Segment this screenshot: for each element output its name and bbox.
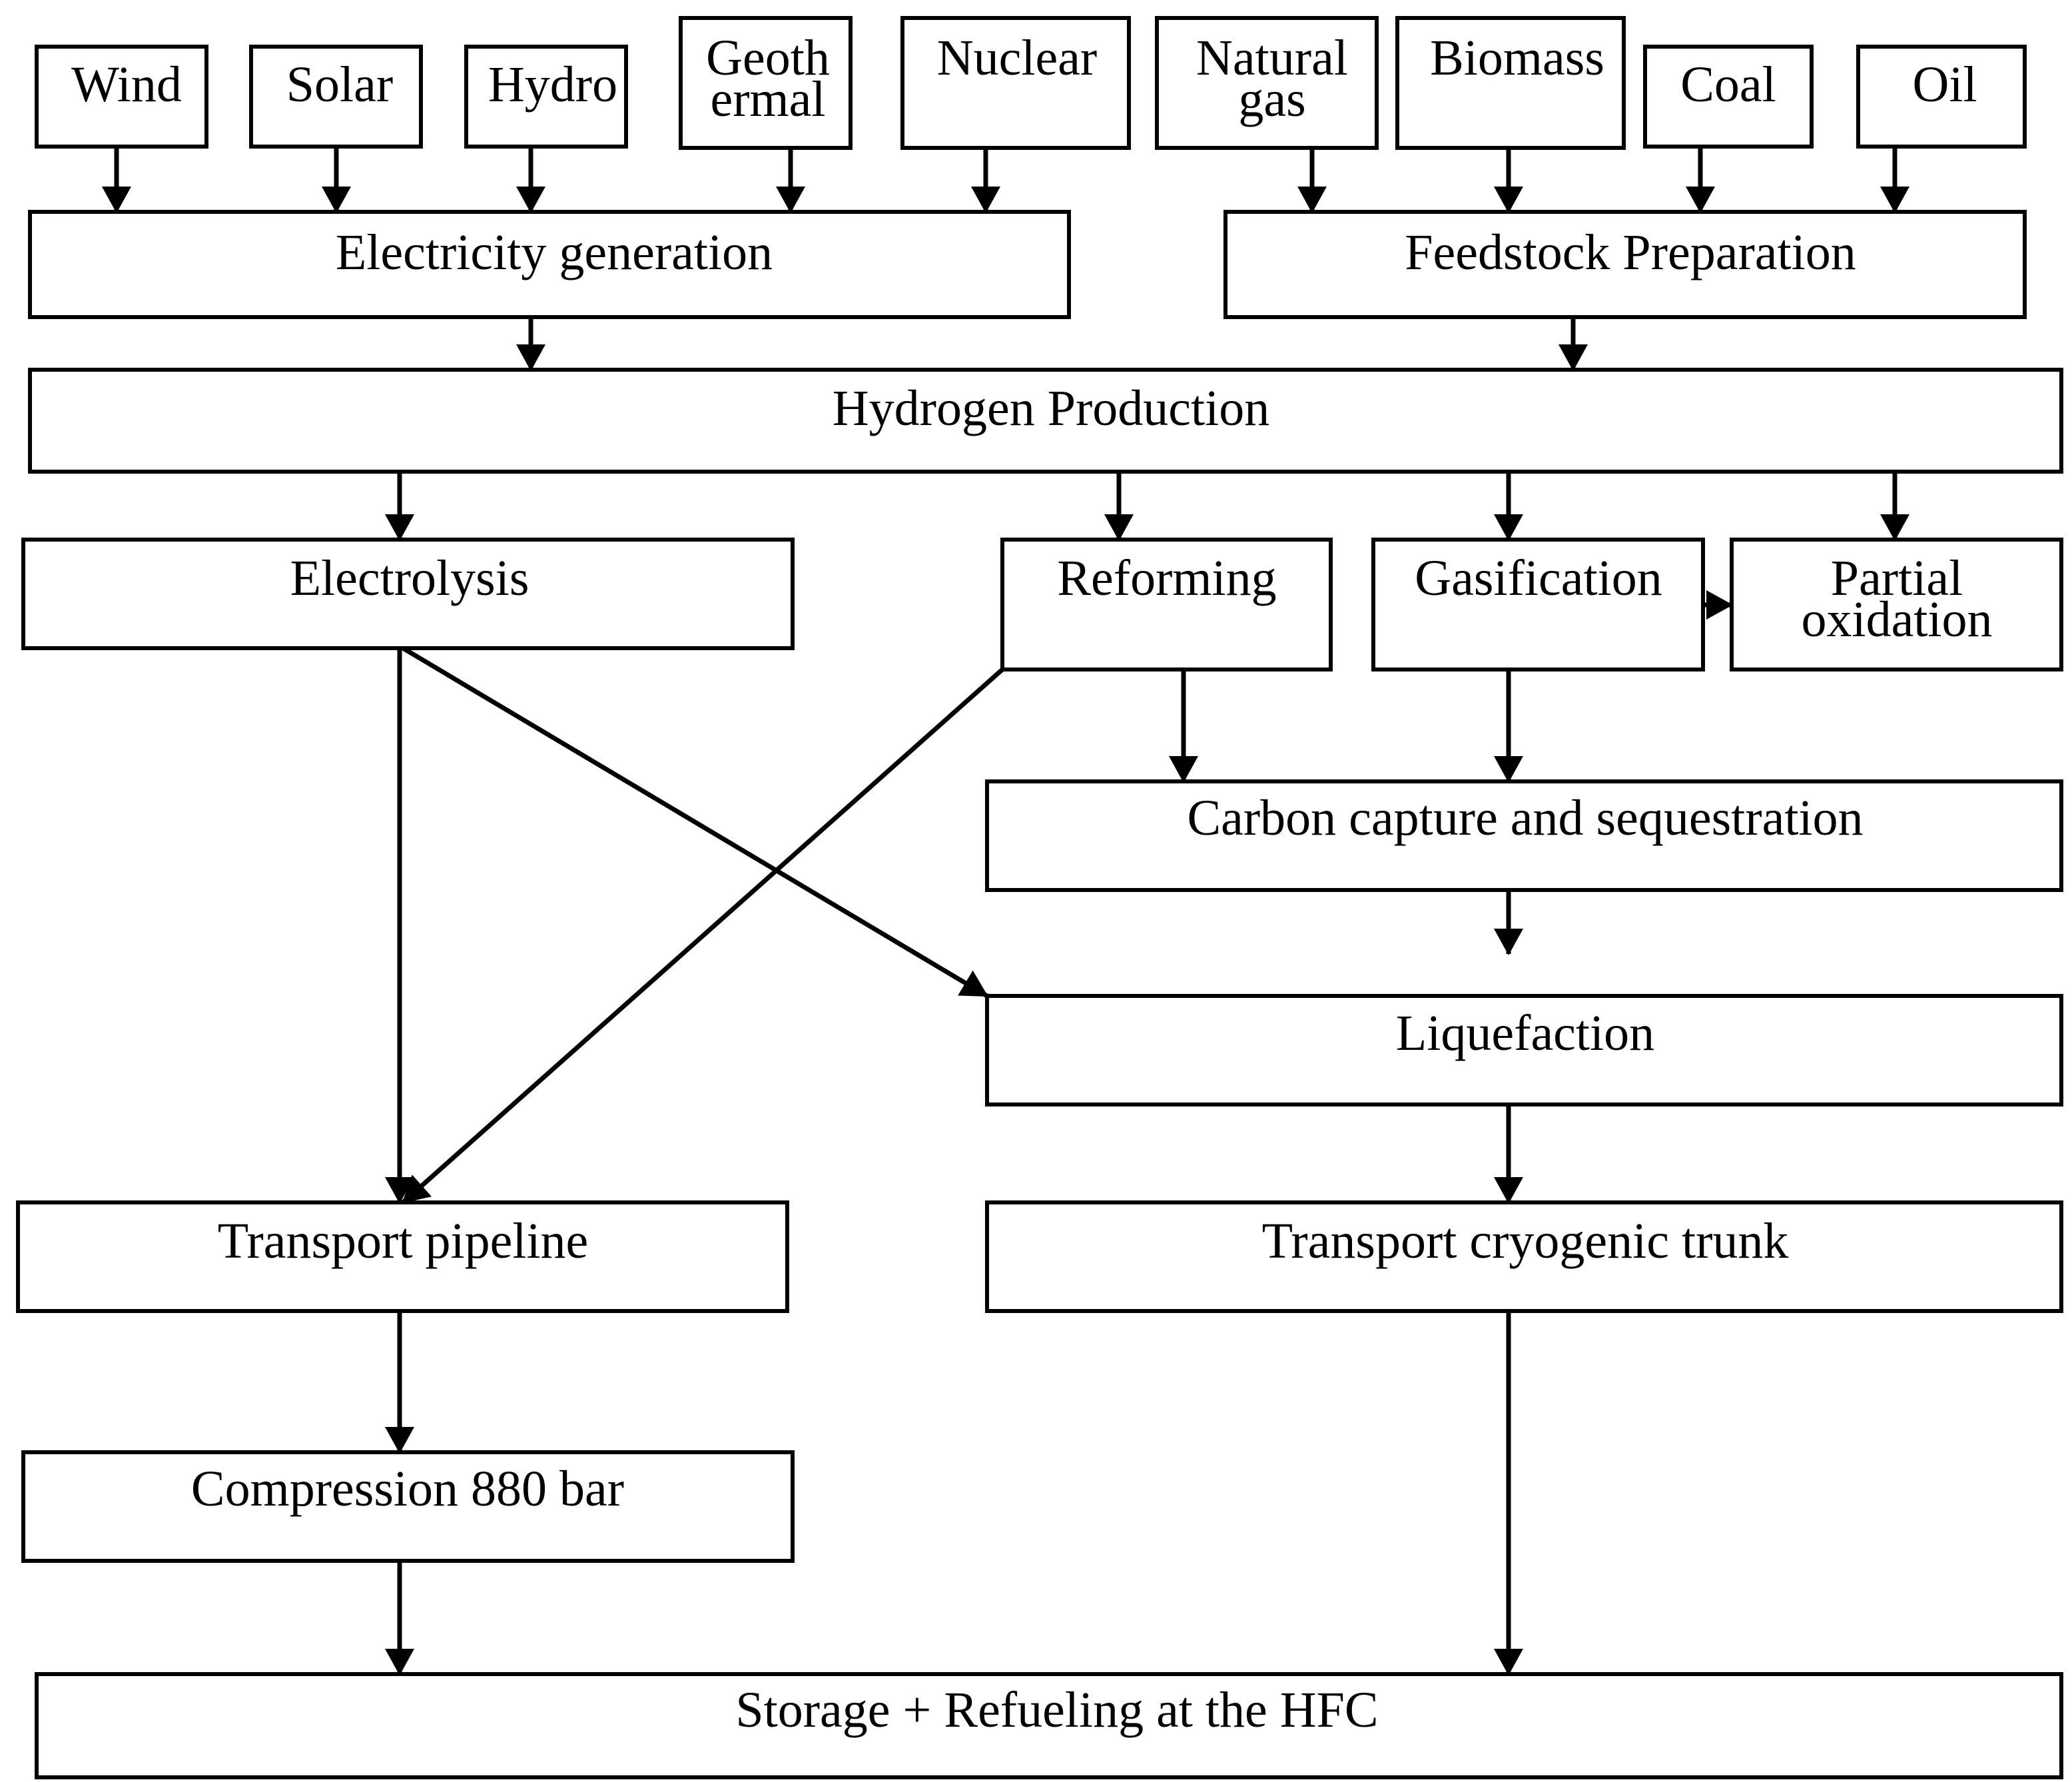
- node-liquefaction: Liquefaction: [985, 994, 2063, 1107]
- edge-electrolysis-to-liquefaction: [402, 646, 988, 999]
- node-nuclear: Nuclear: [900, 16, 1131, 150]
- node-hydro: Hydro: [464, 45, 628, 149]
- node-label: Gasification: [1415, 550, 1662, 606]
- node-coal: Coal: [1643, 45, 1814, 149]
- node-label: Nuclear: [937, 30, 1098, 86]
- node-box: [1155, 16, 1379, 150]
- node-solar: Solar: [249, 45, 423, 149]
- node-label: ermal: [710, 71, 825, 127]
- node-label: Geoth: [706, 30, 830, 86]
- node-transport-cryogenic: Transport cryogenic trunk: [985, 1200, 2063, 1313]
- node-label: Transport pipeline: [218, 1213, 589, 1269]
- edge-reforming-to-transport-pipeline: [401, 668, 1004, 1204]
- node-label: Natural: [1196, 30, 1348, 86]
- node-box: [1223, 210, 2027, 319]
- node-label: gas: [1238, 71, 1305, 127]
- node-box: [1395, 16, 1626, 150]
- node-label: Liquefaction: [1396, 1005, 1654, 1061]
- node-label: Solar: [286, 57, 393, 113]
- node-label: Coal: [1680, 57, 1776, 113]
- node-label: Reforming: [1057, 550, 1276, 606]
- node-label: Storage + Refueling at the HFC: [735, 1682, 1378, 1738]
- node-biomass: Biomass: [1395, 16, 1626, 150]
- node-box: [985, 994, 2063, 1107]
- node-box: [985, 779, 2063, 892]
- node-label: Hydrogen Production: [833, 380, 1269, 436]
- node-label: Transport cryogenic trunk: [1262, 1213, 1789, 1269]
- node-box: [1000, 538, 1333, 671]
- node-oil: Oil: [1856, 45, 2027, 149]
- node-box: [16, 1200, 789, 1313]
- node-compression: Compression 880 bar: [21, 1450, 795, 1563]
- node-label: Hydro: [488, 57, 617, 113]
- node-label: oxidation: [1801, 592, 1992, 648]
- node-wind: Wind: [35, 45, 208, 149]
- node-label: Carbon capture and sequestration: [1187, 790, 1863, 846]
- node-box: [1730, 538, 2063, 671]
- node-label: Wind: [71, 57, 182, 113]
- node-feedstock-preparation: Feedstock Preparation: [1223, 210, 2027, 319]
- node-reforming: Reforming: [1000, 538, 1333, 671]
- node-box: [1643, 45, 1814, 149]
- node-label: Biomass: [1430, 30, 1604, 86]
- node-box: [1371, 538, 1705, 671]
- node-box: [35, 1672, 2063, 1779]
- node-box: [679, 16, 853, 150]
- node-label: Partial: [1831, 550, 1963, 606]
- node-transport-pipeline: Transport pipeline: [16, 1200, 789, 1313]
- node-box: [249, 45, 423, 149]
- node-box: [21, 538, 795, 650]
- node-box: [21, 1450, 795, 1563]
- node-box: [35, 45, 208, 149]
- node-label: Compression 880 bar: [191, 1461, 624, 1517]
- node-box: [985, 1200, 2063, 1313]
- edges-layer: [102, 147, 1909, 1675]
- node-label: Electricity generation: [336, 224, 773, 280]
- node-label: Oil: [1912, 57, 1977, 113]
- node-electricity-generation: Electricity generation: [28, 210, 1071, 319]
- node-electrolysis: Electrolysis: [21, 538, 795, 650]
- node-box: [28, 368, 2063, 474]
- node-hydrogen-production: Hydrogen Production: [28, 368, 2063, 474]
- node-box: [900, 16, 1131, 150]
- node-label: Feedstock Preparation: [1405, 224, 1856, 280]
- node-carbon-capture: Carbon capture and sequestration: [985, 779, 2063, 892]
- node-label: Electrolysis: [290, 550, 529, 606]
- node-gasification: Gasification: [1371, 538, 1705, 671]
- node-box: [28, 210, 1071, 319]
- node-box: [1856, 45, 2027, 149]
- node-storage-refueling: Storage + Refueling at the HFC: [35, 1672, 2063, 1779]
- node-box: [464, 45, 628, 149]
